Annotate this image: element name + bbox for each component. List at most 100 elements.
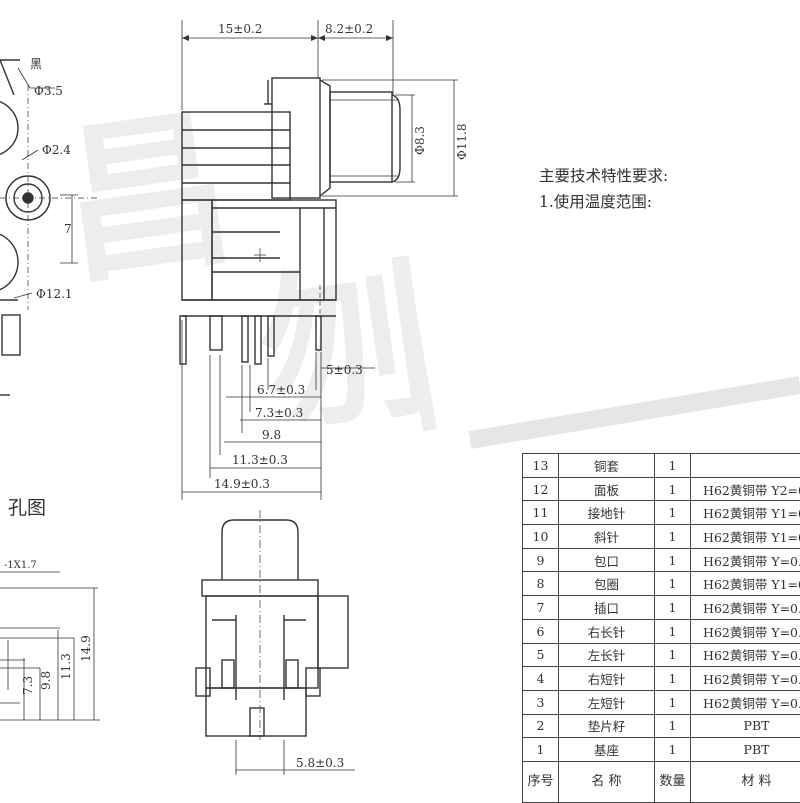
dim-vert-9-8: 9.8 — [39, 671, 53, 690]
cell-name: 接地针 — [559, 501, 655, 525]
cell-name: 左长针 — [559, 643, 655, 667]
cell-name: 左短针 — [559, 690, 655, 714]
dim-pin-7-3: 7.3±0.3 — [255, 406, 303, 420]
cell-material: H62黄铜带 Y=0.3 — [691, 690, 800, 714]
cell-no: 5 — [523, 643, 559, 667]
cell-no: 8 — [523, 572, 559, 596]
cell-no: 7 — [523, 596, 559, 620]
front-view — [196, 510, 355, 775]
header-material: 材 料 — [691, 761, 800, 802]
dim-dia-8-3: Φ8.3 — [413, 126, 427, 155]
cell-no: 4 — [523, 667, 559, 691]
dim-pin-11-3: 11.3±0.3 — [232, 453, 288, 467]
cell-no: 13 — [523, 454, 559, 478]
spec-title: 主要技术特性要求: — [539, 163, 800, 189]
dim-top-right: 8.2±0.2 — [325, 22, 373, 36]
spec-lines: 1.使用温度范围:环境温度: -25~+70℃相对湿度: 95%(40℃)2.额… — [539, 189, 800, 215]
cell-qty: 1 — [655, 690, 691, 714]
cell-name: 基座 — [559, 738, 655, 762]
dim-dia-2-4: Φ2.4 — [42, 143, 71, 157]
dim-dia-11-8: Φ11.8 — [455, 123, 469, 160]
cell-name: 面板 — [559, 477, 655, 501]
dim-pin-14-9: 14.9±0.3 — [214, 477, 270, 491]
cell-no: 11 — [523, 501, 559, 525]
dim-vert-14-9: 14.9 — [79, 635, 93, 662]
cell-qty: 1 — [655, 643, 691, 667]
spec-block: 主要技术特性要求: 1.使用温度范围:环境温度: -25~+70℃相对湿度: 9… — [539, 163, 800, 215]
cell-name: 垫片籽 — [559, 714, 655, 738]
header-qty: 数量 — [655, 761, 691, 802]
cell-material: H62黄铜带 Y1=0. — [691, 525, 800, 549]
cell-qty: 1 — [655, 619, 691, 643]
cell-name: 斜针 — [559, 525, 655, 549]
cell-no: 12 — [523, 477, 559, 501]
cell-qty: 1 — [655, 596, 691, 620]
dim-front-5-8: 5.8±0.3 — [296, 756, 344, 770]
spec-line: 1.使用温度范围: — [539, 189, 800, 215]
cell-material: PBT — [691, 738, 800, 762]
cell-name: 铜套 — [559, 454, 655, 478]
cell-qty: 1 — [655, 454, 691, 478]
dim-vert-11-3: 11.3 — [59, 653, 73, 680]
cell-name: 插口 — [559, 596, 655, 620]
cell-qty: 1 — [655, 501, 691, 525]
cell-qty: 1 — [655, 525, 691, 549]
dim-pin-9-8: 9.8 — [262, 428, 281, 442]
dim-dia-3-5: Φ3.5 — [34, 84, 63, 98]
cell-name: 右长针 — [559, 619, 655, 643]
cell-name: 包圈 — [559, 572, 655, 596]
cell-no: 6 — [523, 619, 559, 643]
cell-qty: 1 — [655, 738, 691, 762]
hole-view-label: 孔图 — [8, 497, 46, 519]
cell-material: PBT — [691, 714, 800, 738]
cell-material: H62黄铜带 Y=0.3 — [691, 667, 800, 691]
cell-name: 右短针 — [559, 667, 655, 691]
cell-qty: 1 — [655, 667, 691, 691]
cell-no: 2 — [523, 714, 559, 738]
dim-dia-12-1: Φ12.1 — [36, 287, 73, 301]
dim-pin-5: 5±0.3 — [326, 363, 363, 377]
dim-top-width: 15±0.2 — [218, 22, 262, 36]
label-black: 黑 — [30, 57, 42, 71]
header-name: 名 称 — [559, 761, 655, 802]
left-view — [0, 60, 100, 395]
dim-vert-7-3: 7.3 — [21, 676, 35, 695]
cell-qty: 1 — [655, 477, 691, 501]
dim-small: -1X1.7 — [4, 560, 37, 571]
table-header-row: 序号名 称数量材 料 — [523, 761, 800, 802]
dim-pin-6-7: 6.7±0.3 — [257, 383, 305, 397]
cell-no: 10 — [523, 525, 559, 549]
header-no: 序号 — [523, 761, 559, 802]
cell-no: 1 — [523, 738, 559, 762]
cell-material: H62黄铜带 Y=0.3 — [691, 619, 800, 643]
cell-material: H62黄铜带 Y=0.3 — [691, 643, 800, 667]
cell-material: H62黄铜带 Y1=0. — [691, 501, 800, 525]
cell-qty: 1 — [655, 548, 691, 572]
cell-no: 9 — [523, 548, 559, 572]
cell-material: H62黄铜带 Y2=0. — [691, 477, 800, 501]
cell-material: H62黄铜带 Y1=0. — [691, 572, 800, 596]
cell-material: H62黄铜带 Y=0.3 — [691, 548, 800, 572]
cell-name: 包口 — [559, 548, 655, 572]
side-view — [180, 20, 458, 500]
cell-material: H62黄铜带 Y=0.3 — [691, 596, 800, 620]
dim-7: 7 — [64, 222, 72, 236]
cell-no: 3 — [523, 690, 559, 714]
cell-qty: 1 — [655, 572, 691, 596]
watermark-stroke — [470, 385, 800, 440]
watermark-stroke — [400, 260, 430, 430]
